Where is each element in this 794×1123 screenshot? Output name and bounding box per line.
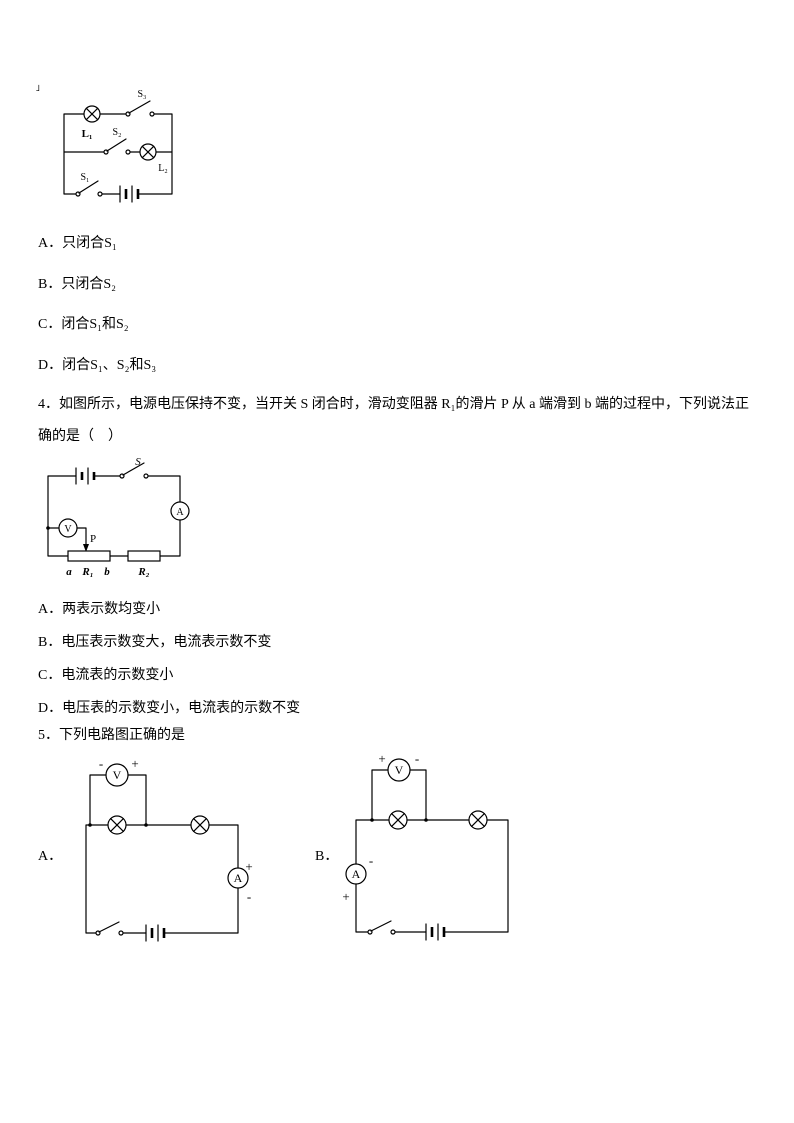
ammeter-icon: A	[170, 501, 190, 521]
battery-icon	[119, 185, 140, 203]
q4-stem-line1: 4．如图所示，电源电压保持不变，当开关 S 闭合时，滑动变阻器 R₁的滑片 P …	[38, 397, 749, 412]
lamp-icon	[107, 815, 127, 835]
battery-icon	[75, 467, 96, 485]
voltmeter-icon: V	[387, 758, 411, 782]
slider-arrow-icon	[83, 544, 89, 552]
switch-s1-label: S₁	[80, 172, 89, 183]
resistor-r2-label: R₂	[137, 566, 149, 578]
switch-s3-label: S₃	[137, 89, 146, 100]
resistor-r2-icon	[127, 550, 161, 562]
q5-circuit-b-label: B．	[315, 849, 339, 864]
lamp-icon	[190, 815, 210, 835]
junction-dot	[88, 823, 92, 827]
circuit-wires	[63, 113, 173, 195]
q5-stem: 5．下列电路图正确的是	[38, 728, 185, 743]
circuit-diagram-q5-a: V A - + + -	[85, 756, 253, 942]
voltmeter-letter: V	[64, 524, 72, 535]
ammeter-icon: A	[227, 867, 249, 889]
switch-s1-icon	[75, 180, 103, 197]
ammeter-letter: A	[234, 871, 243, 885]
ammeter-minus-label: -	[247, 889, 251, 904]
voltmeter-icon: V	[105, 763, 129, 787]
q4-option-d: D．电压表的示数变小，电流表的示数不变	[38, 701, 301, 716]
q3-option-c: C．闭合S₁和S₂	[38, 317, 129, 332]
end-a-label: a	[66, 566, 72, 578]
circuit-diagram-q3: S₃ L₁ S₂ L₂ S₁	[63, 89, 173, 203]
rheostat-r1-icon	[67, 550, 111, 562]
circuit-diagram-q5-b: V A + - - +	[342, 752, 509, 941]
rheostat-r1-label: R₁	[81, 566, 93, 578]
lamp-l2-label: L₂	[158, 163, 168, 174]
voltmeter-minus-label: -	[415, 752, 419, 766]
q4-option-a: A．两表示数均变小	[38, 602, 161, 617]
battery-icon	[145, 924, 166, 942]
q4-option-b: B．电压表示数变大，电流表示数不变	[38, 635, 272, 650]
junction-dot	[370, 818, 374, 822]
ammeter-minus-label: -	[369, 853, 373, 868]
switch-s2-icon	[103, 138, 131, 155]
voltmeter-plus-label: +	[131, 756, 138, 771]
lamp-l2-icon	[139, 143, 157, 161]
voltmeter-minus-label: -	[99, 756, 103, 771]
switch-s-icon	[119, 462, 149, 479]
switch-s-label: S	[135, 458, 141, 468]
lamp-l1-icon	[83, 105, 101, 123]
lamp-l1-label: L₁	[82, 128, 93, 140]
lamp-icon	[388, 810, 408, 830]
circuit-wires	[85, 774, 239, 934]
junction-dot	[144, 823, 148, 827]
q3-option-a: A．只闭合S₁	[38, 236, 117, 251]
q4-option-c: C．电流表的示数变小	[38, 668, 174, 683]
circuit-diagram-q4: A V S P a R₁ b R₂	[46, 458, 190, 578]
q3-option-d: D．闭合S₁、S₂和S₃	[38, 358, 157, 373]
stray-mark: ｣	[36, 82, 41, 92]
battery-icon	[425, 923, 446, 941]
circuit-wires	[47, 475, 181, 557]
switch-s3-icon	[125, 100, 155, 117]
slider-p-label: P	[90, 533, 96, 545]
ammeter-plus-label: +	[245, 859, 252, 874]
voltmeter-icon: V	[58, 518, 78, 538]
circuit-wires	[355, 769, 509, 933]
ammeter-plus-label: +	[342, 889, 349, 904]
ammeter-icon: A	[345, 863, 367, 885]
switch-s2-label: S₂	[112, 127, 121, 138]
switch-icon	[367, 920, 396, 935]
voltmeter-letter: V	[113, 768, 122, 782]
junction-dot	[46, 526, 50, 530]
lamp-icon	[468, 810, 488, 830]
switch-icon	[95, 921, 124, 936]
q3-option-b: B．只闭合S₂	[38, 277, 117, 292]
q4-stem-line2: 确的是（ ）	[38, 429, 122, 444]
q5-circuit-a-label: A．	[38, 849, 63, 864]
ammeter-letter: A	[176, 507, 184, 518]
voltmeter-plus-label: +	[378, 752, 385, 766]
junction-dot	[424, 818, 428, 822]
end-b-label: b	[104, 566, 110, 578]
ammeter-letter: A	[352, 867, 361, 881]
voltmeter-letter: V	[395, 763, 404, 777]
